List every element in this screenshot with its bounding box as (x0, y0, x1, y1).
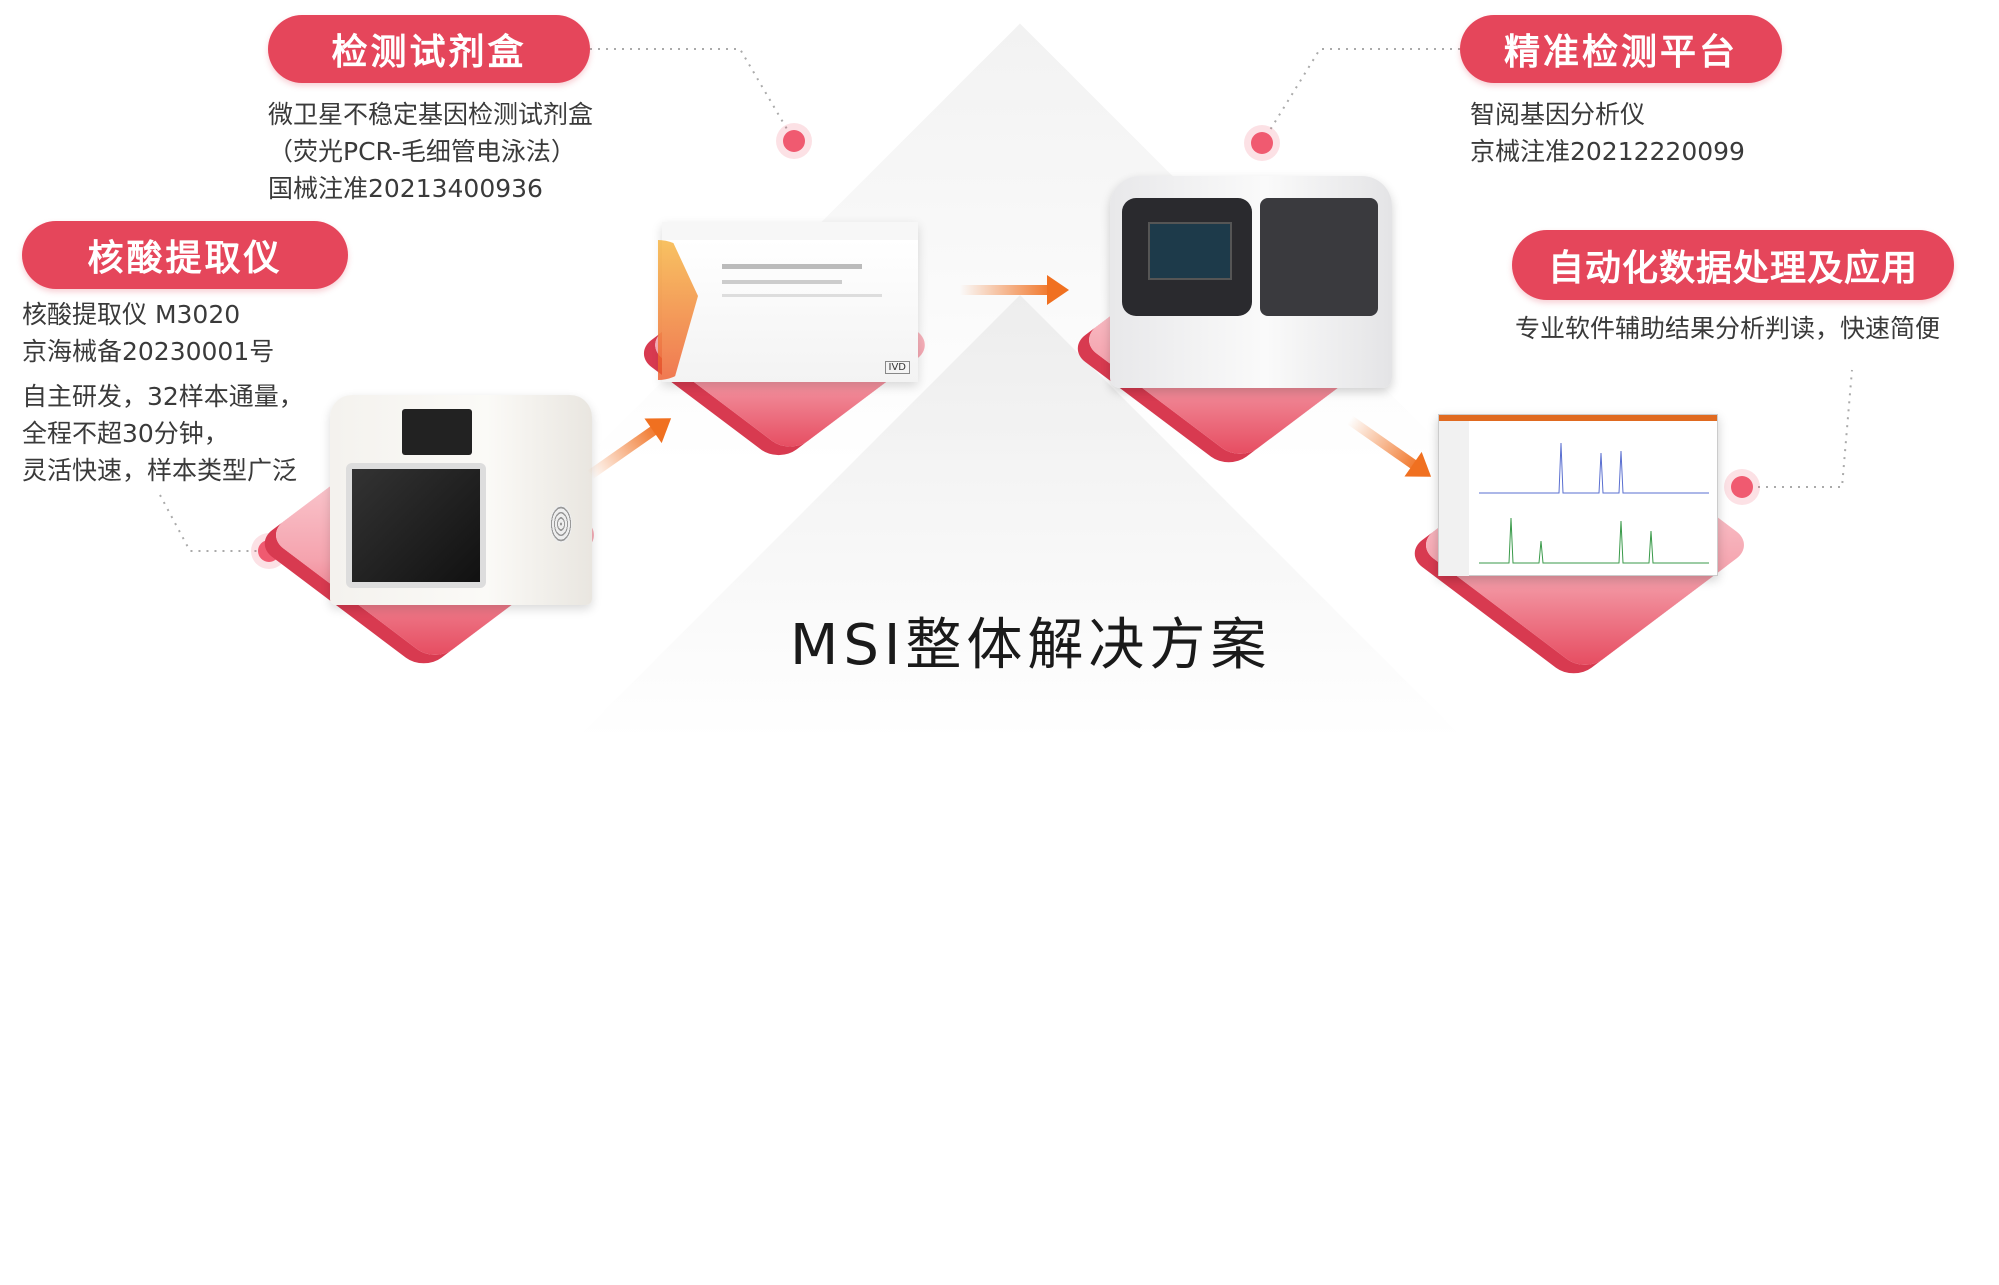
ivd-badge: IVD (884, 361, 910, 374)
text-line: 自主研发，32样本通量， (22, 382, 304, 411)
text-line: 微卫星不稳定基因检测试剂盒 (268, 100, 594, 129)
marker-dot (783, 130, 805, 152)
text-line: 专业软件辅助结果分析判读，快速简便 (1515, 314, 1941, 343)
marker-dot (1251, 132, 1273, 154)
section-label-extractor: 核酸提取仪 (22, 221, 348, 289)
extractor-description: 核酸提取仪 M3020 京海械备20230001号 自主研发，32样本通量， 全… (22, 296, 304, 489)
flow-arrow (960, 275, 1069, 305)
platform-description: 智阅基因分析仪 京械注准20212220099 (1470, 96, 1745, 170)
text-line: 国械注准20213400936 (268, 174, 543, 203)
text-line: 智阅基因分析仪 (1470, 100, 1646, 129)
text-line: 灵活快速，样本类型广泛 (22, 456, 298, 485)
software-screenshot-image (1438, 414, 1718, 576)
text-line: 核酸提取仪 M3020 (22, 300, 241, 329)
text-line: （荧光PCR-毛细管电泳法） (268, 137, 576, 166)
text-line: 京海械备20230001号 (22, 337, 275, 366)
reagent-kit-box-image: IVD (658, 222, 918, 382)
gene-analyzer-image (1110, 176, 1392, 388)
section-label-software: 自动化数据处理及应用 (1512, 230, 1954, 300)
section-label-reagent-kit: 检测试剂盒 (268, 15, 590, 83)
page-title: MSI整体解决方案 (790, 613, 1272, 678)
connector-lines (159, 48, 1853, 552)
software-description: 专业软件辅助结果分析判读，快速简便 (1515, 310, 1940, 347)
reagent-kit-description: 微卫星不稳定基因检测试剂盒 （荧光PCR-毛细管电泳法） 国械注准2021340… (268, 96, 593, 207)
marker-dot (258, 540, 280, 562)
text-line: 全程不超30分钟， (22, 419, 229, 448)
section-label-platform: 精准检测平台 (1460, 15, 1782, 83)
text-line: 京械注准20212220099 (1470, 137, 1745, 166)
nucleic-acid-extractor-image (330, 395, 592, 605)
marker-dot (1731, 476, 1753, 498)
